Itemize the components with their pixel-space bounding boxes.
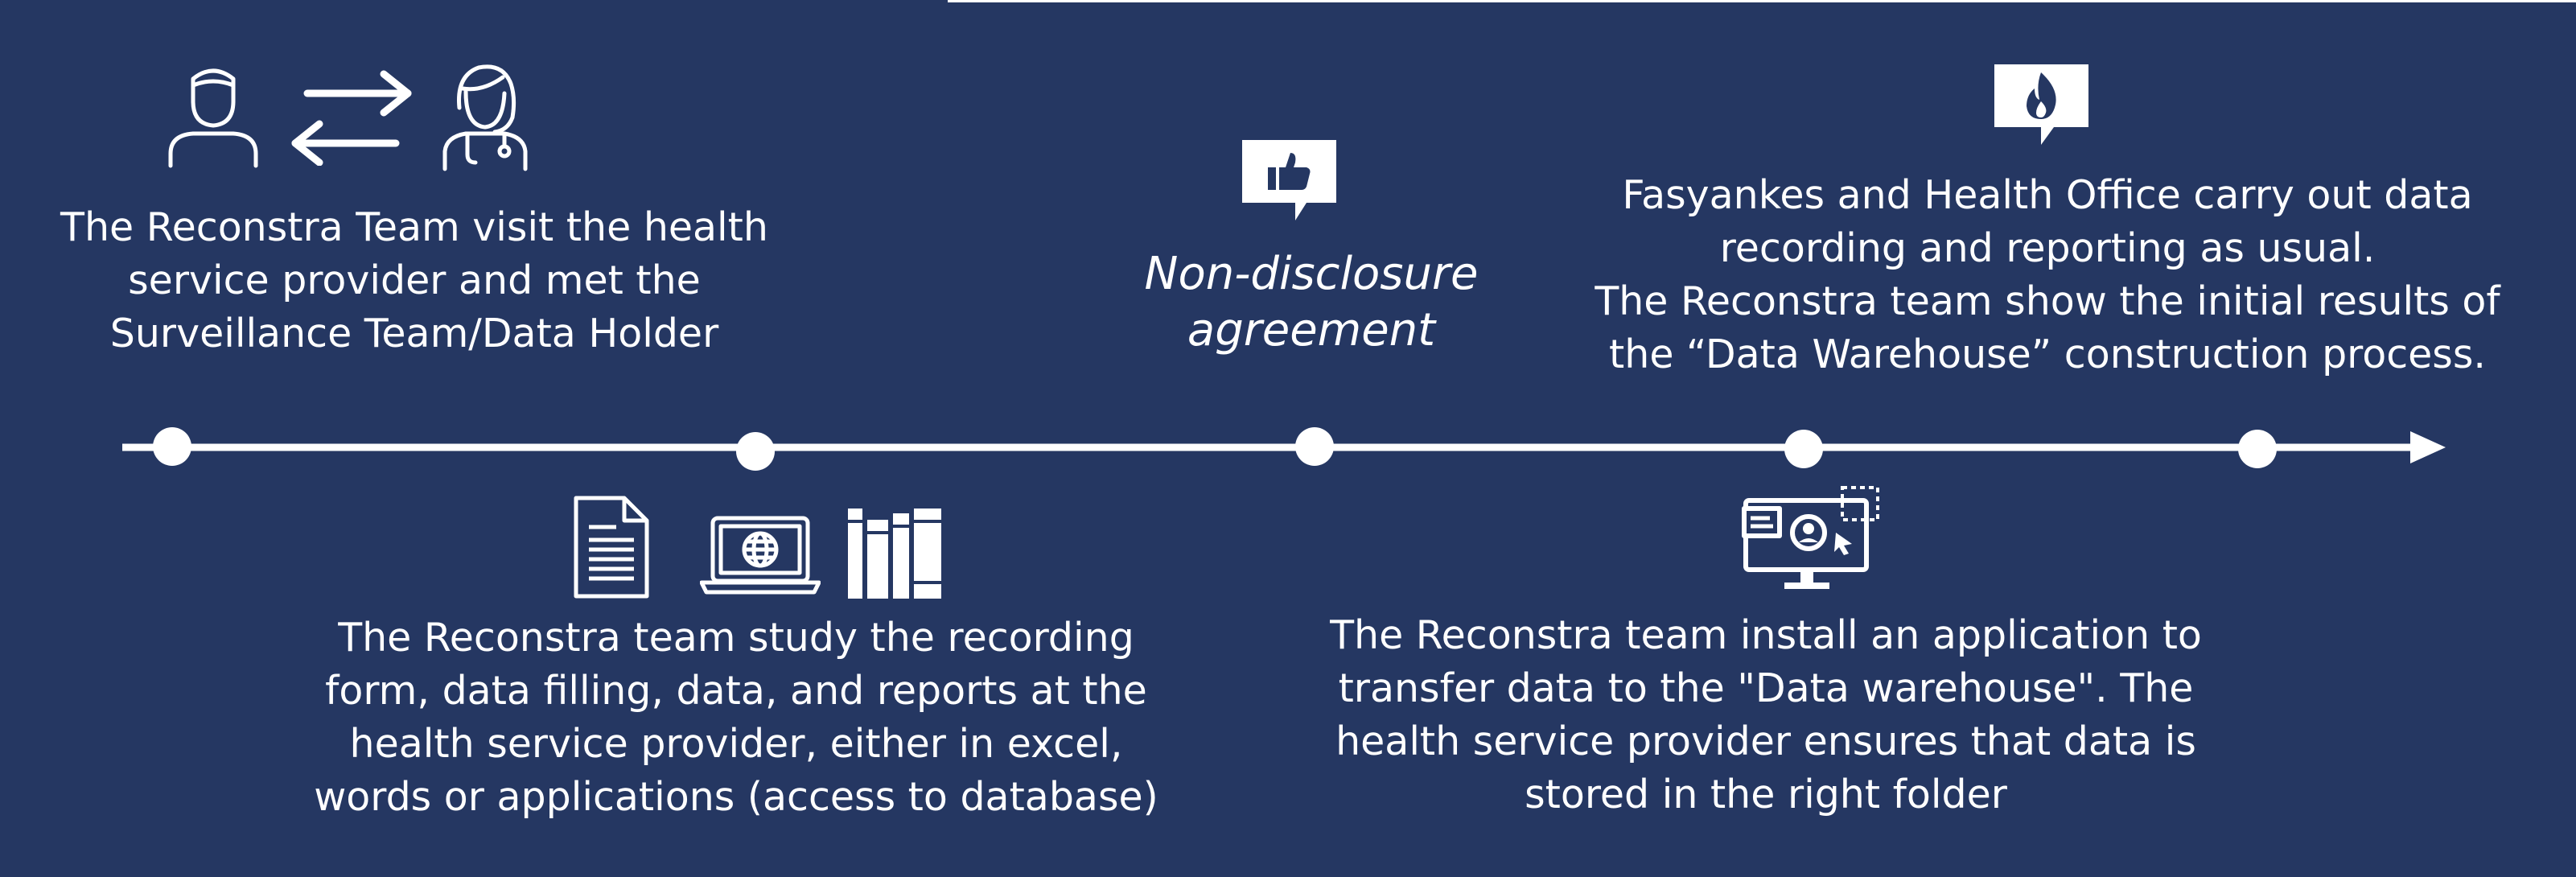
thumbs-up-bubble-icon [1242, 140, 1336, 220]
books-icon [848, 508, 941, 599]
milestone-5-line-1: Fasyankes and Health Office carry out da… [1622, 172, 2473, 218]
document-icon [574, 496, 649, 599]
milestone-2-line-2: form, data filling, data, and reports at… [325, 668, 1147, 714]
person-icon [168, 68, 258, 168]
header-strip [948, 0, 2576, 2]
milestone-1-line-1: The Reconstra Team visit the health [60, 204, 768, 250]
milestone-1-text: The Reconstra Team visit the health serv… [48, 201, 780, 360]
milestone-3-line-1: Non-disclosure [1144, 248, 1479, 300]
exchange-arrows-icon [291, 70, 412, 166]
timeline-node-5 [2238, 430, 2277, 468]
timeline-node-2 [736, 432, 775, 471]
milestone-5-text: Fasyankes and Health Office carry out da… [1577, 169, 2518, 381]
milestone-2-line-4: words or applications (access to databas… [314, 774, 1158, 820]
milestone-5-line-4: the “Data Warehouse” construction proces… [1609, 331, 2486, 377]
milestone-5-line-2: recording and reporting as usual. [1719, 225, 2376, 271]
milestone-3-text: Non-disclosure agreement [1094, 246, 1529, 359]
milestone-1-line-3: Surveillance Team/Data Holder [109, 311, 719, 356]
timeline-node-1 [153, 427, 191, 466]
milestone-4-text: The Reconstra team install an applicatio… [1303, 609, 2228, 821]
timeline-arrowhead [2410, 431, 2446, 463]
milestone-2-line-3: health service provider, either in excel… [349, 721, 1123, 767]
milestone-2-text: The Reconstra team study the recording f… [290, 611, 1183, 824]
doctor-icon [442, 64, 528, 171]
timeline-node-3 [1295, 427, 1334, 466]
milestone-1-line-2: service provider and met the [128, 257, 701, 303]
milestone-3-line-2: agreement [1187, 304, 1436, 356]
timeline-node-4 [1784, 430, 1823, 468]
milestone-4-line-2: transfer data to the "Data warehouse". T… [1338, 665, 2194, 711]
milestone-2-line-1: The Reconstra team study the recording [338, 615, 1134, 661]
monitor-user-icon [1742, 486, 1879, 589]
milestone-4-line-4: stored in the right folder [1525, 772, 2007, 817]
milestone-5-line-3: The Reconstra team show the initial resu… [1595, 278, 2500, 324]
laptop-globe-icon [700, 516, 821, 595]
milestone-4-line-1: The Reconstra team install an applicatio… [1330, 612, 2202, 658]
milestone-4-line-3: health service provider ensures that dat… [1335, 718, 2196, 764]
fire-bubble-icon [1994, 64, 2088, 145]
